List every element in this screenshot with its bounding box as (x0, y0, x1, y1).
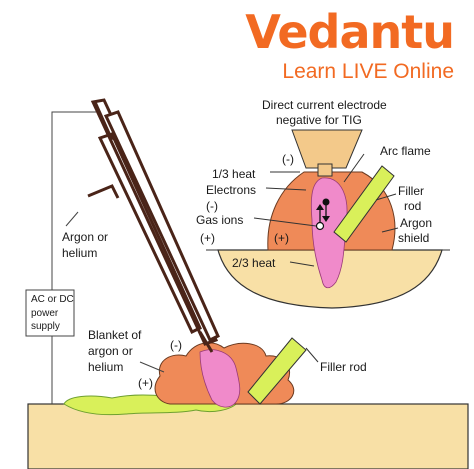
torch-inner-line (97, 132, 202, 335)
label-electrons: Electrons (206, 183, 257, 197)
label-filler-rod-2: rod (404, 199, 422, 213)
wire-top (51, 111, 96, 290)
label-argon-helium-2: helium (62, 246, 98, 260)
leader-filler (375, 193, 397, 201)
leader-two-thirds (289, 261, 315, 267)
filler-rod-main (247, 337, 307, 405)
tig-torch (87, 98, 220, 353)
label-pos-left: (+) (200, 231, 215, 245)
torch-arc (199, 349, 241, 408)
label-filler-rod-main: Filler rod (320, 360, 367, 374)
label-blanket-1: Blanket of (88, 328, 142, 342)
label-argon-helium-1: Argon or (62, 230, 109, 244)
label-filler-rod-1: Filler (398, 184, 424, 198)
torch-outer-right (103, 110, 220, 343)
label-blanket-3: helium (88, 360, 124, 374)
leader-gas-ions (253, 217, 317, 227)
label-heat-two-thirds: 2/3 heat (232, 256, 276, 270)
leader-argon-shield (381, 227, 399, 233)
label-blanket-2: argon or (88, 344, 133, 358)
leader-blanket (139, 361, 165, 373)
label-power-2: power (31, 308, 59, 319)
tungsten-electrode (198, 331, 214, 353)
label-neg-top: (-) (282, 152, 294, 166)
label-dc-title-2: negative for TIG (276, 113, 362, 127)
arrow-down-head (322, 216, 330, 222)
inset-electrode-holder (291, 129, 363, 169)
label-torch-neg: (-) (170, 338, 182, 352)
leader-arc-flame (343, 153, 365, 183)
power-supply-box (25, 289, 75, 337)
label-heat-third: 1/3 heat (212, 167, 256, 181)
label-argon-shield-1: Argon (400, 216, 433, 230)
leader-electrons (265, 187, 307, 191)
label-dc-title-1: Direct current electrode (262, 98, 387, 112)
label-argon-shield-2: shield (398, 231, 430, 245)
gas-inlet (87, 184, 120, 199)
label-pos-inner: (+) (274, 231, 289, 245)
label-torch-pos: (+) (138, 376, 153, 390)
label-gas-ions: Gas ions (196, 213, 244, 227)
electron-dot (322, 198, 330, 206)
torch-cap (93, 101, 114, 141)
leader-argon-helium (65, 211, 79, 227)
label-arc-flame: Arc flame (380, 144, 431, 158)
label-power-1: AC or DC (31, 294, 74, 305)
label-power-3: supply (31, 321, 60, 332)
inset-filler-rod (333, 165, 395, 243)
label-neg-left: (-) (206, 199, 218, 213)
gas-ion-circle (315, 221, 325, 231)
brand-tagline: Learn LIVE Online (282, 60, 454, 83)
inset-electrode-tip (317, 163, 333, 177)
arrow-up-head (316, 204, 324, 210)
filler-rod-leader (305, 347, 319, 363)
brand-logo: Vedantu Learn LIVE Online (245, 5, 455, 84)
brand-name: Vedantu (245, 5, 455, 59)
